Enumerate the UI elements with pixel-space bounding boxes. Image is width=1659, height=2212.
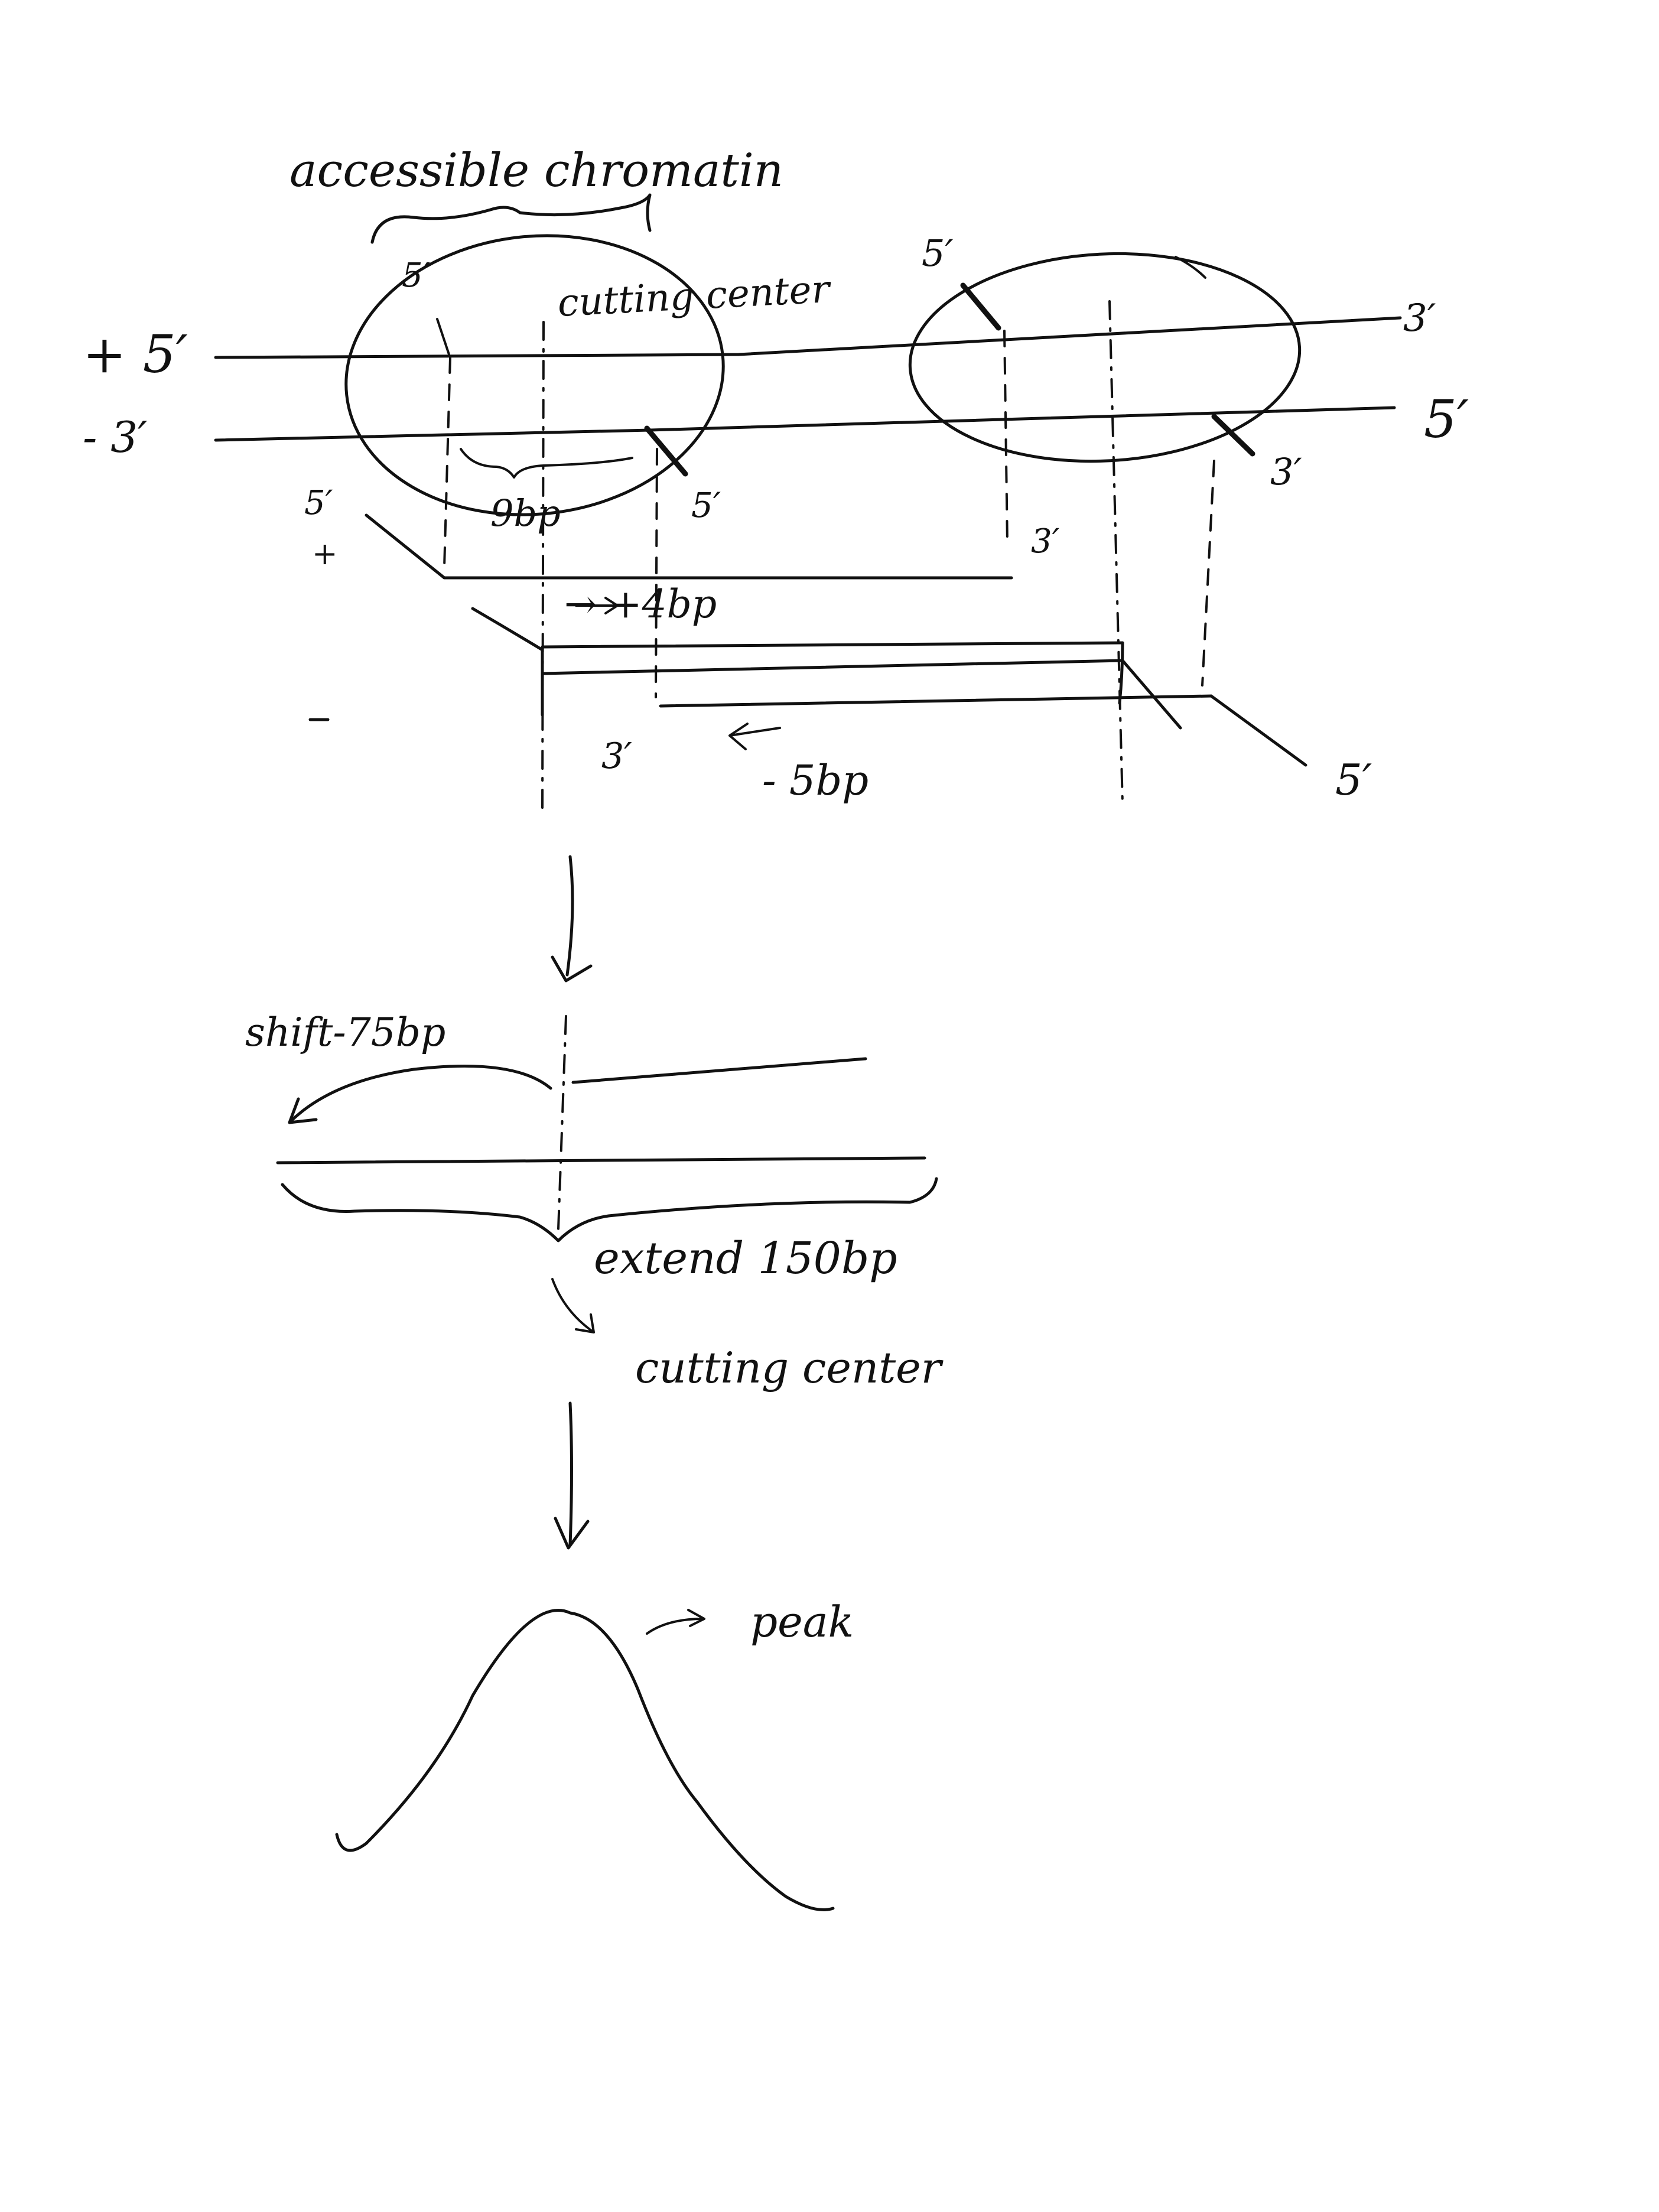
minus-five-bp-arrow (728, 723, 781, 750)
right-minus-three-prime: 3′ (1270, 450, 1302, 493)
cutting-center-label-bottom: cutting center (635, 1343, 944, 1393)
right-region-tick (1175, 256, 1206, 279)
plus-read-three-prime: 3′ (1031, 522, 1060, 561)
right-plus-guide (1003, 330, 1009, 545)
left-plus-cut (436, 318, 450, 356)
nine-bp-label: 9bp (490, 492, 561, 535)
nucleosome-free-region-right (908, 252, 1302, 463)
cutting-center-pointer (551, 1278, 595, 1333)
down-arrow-1 (551, 855, 593, 983)
right-minus-cut (1211, 414, 1255, 457)
left-plus-guide (443, 356, 451, 568)
mid-cutting-center-guide (557, 1015, 567, 1230)
right-cutting-center-guide (1108, 300, 1124, 805)
right-minus-five-prime: 5′ (1424, 389, 1469, 450)
plus-strand-line (214, 316, 1402, 359)
shifted-read-tail (1121, 659, 1182, 730)
shifted-plus-read-bottom (541, 659, 1124, 675)
shifted-read-segment (571, 1057, 867, 1084)
minus-five-bp-label: - 5bp (762, 756, 868, 805)
shifted-plus-read-top (541, 641, 1124, 649)
left-cutting-center-guide (541, 321, 545, 811)
plus-four-bp-label: → +4bp (564, 581, 717, 627)
shift-label: shift-75bp (245, 1010, 445, 1055)
minus-read (659, 694, 1213, 708)
extend-brace (281, 1177, 938, 1242)
down-arrow-2 (554, 1401, 590, 1550)
plus-strand-label: + 5′ (83, 324, 188, 385)
accessible-chromatin-title: accessible chromatin (289, 144, 783, 197)
peak-label: peak (750, 1597, 854, 1647)
right-plus-five-prime: 5′ (922, 232, 954, 275)
shifted-plus-read-right-end (1118, 641, 1124, 705)
right-plus-three-prime: 3′ (1403, 297, 1436, 340)
shifted-plus-read-adapter (471, 607, 544, 652)
minus-strand-label: - 3′ (83, 412, 147, 462)
peak-curve (335, 1609, 835, 1911)
left-minus-guide (655, 448, 658, 698)
nine-bp-brace (460, 448, 633, 479)
extended-read (276, 1156, 926, 1164)
nucleosome-free-region-left (344, 234, 725, 516)
left-minus-cut (644, 425, 688, 477)
peak-pointer-arrow (646, 1609, 705, 1635)
plus-four-bp-arrow (575, 597, 619, 614)
left-plus-five-prime: 5′ (402, 256, 431, 295)
minus-strand-line (214, 406, 1396, 442)
read-plus-five-prime: 5′ (304, 484, 333, 522)
minus-read-adapter (1209, 694, 1307, 767)
shift-arrow (288, 1065, 552, 1124)
plus-read-adapter (365, 513, 446, 580)
read-plus-sign: + (312, 536, 338, 572)
minus-read-five-prime: 5′ (1335, 755, 1372, 805)
right-minus-guide (1201, 460, 1215, 687)
cutting-center-label-top: cutting center (557, 268, 832, 326)
minus-read-three-prime: 3′ (601, 736, 632, 777)
left-minus-five-prime: 5′ (691, 485, 721, 525)
right-plus-cut (960, 282, 1001, 331)
extend-label: extend 150bp (594, 1233, 897, 1284)
accessible-chromatin-brace (370, 193, 652, 244)
